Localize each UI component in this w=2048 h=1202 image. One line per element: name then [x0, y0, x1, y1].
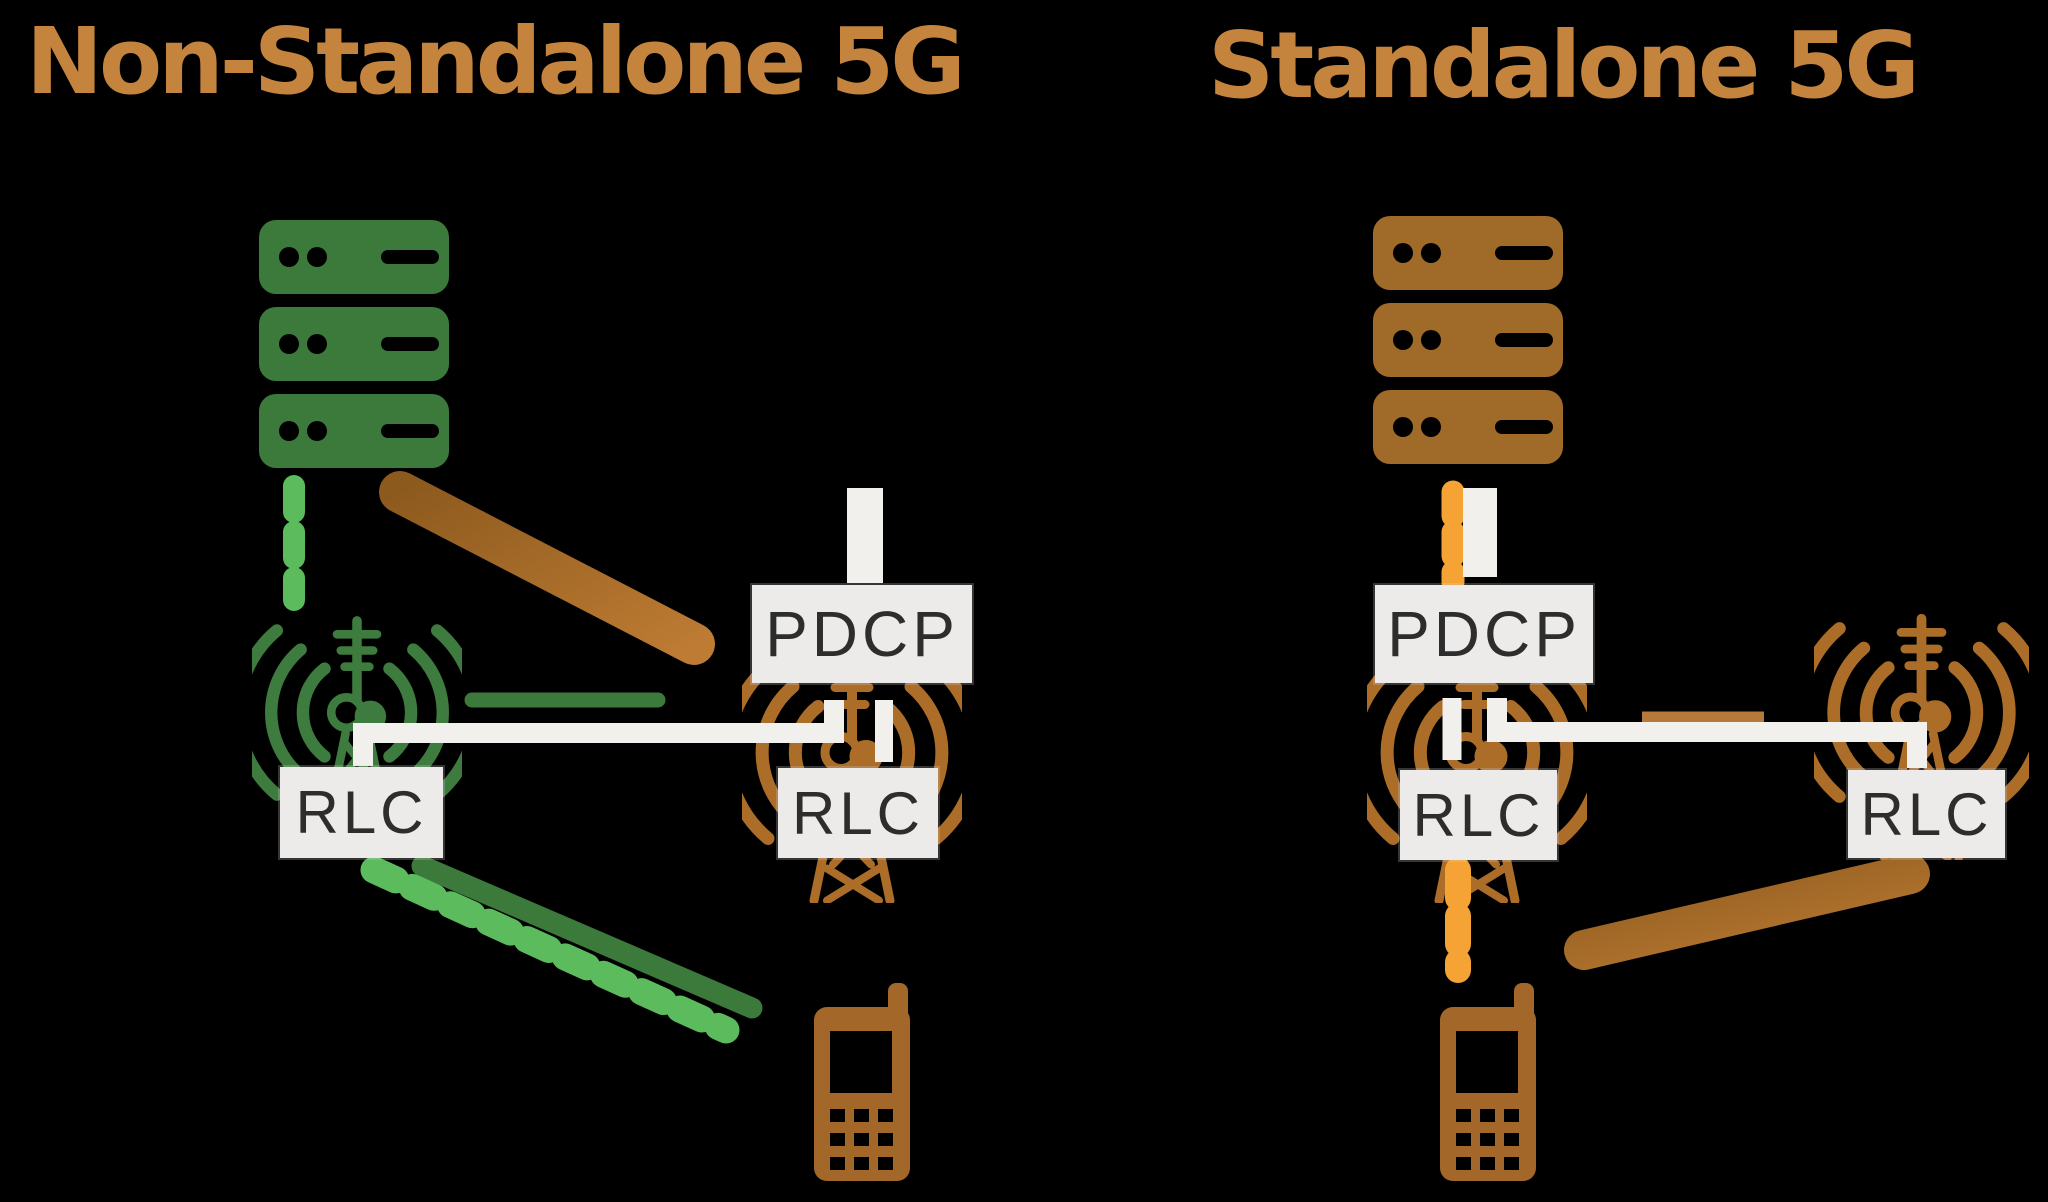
nsa-core-server-icon	[259, 220, 449, 468]
nsa-title: Non-Standalone 5G	[26, 8, 966, 115]
nsa-rlc-downlink-green-bar	[411, 855, 763, 1019]
nsa-pdcp-label: PDCP	[752, 585, 972, 683]
sa-core-server-icon	[1373, 216, 1563, 464]
nsa-rlc-gnb-label: RLC	[778, 768, 938, 858]
sa-pdcp-label: PDCP	[1375, 585, 1593, 683]
sa-title: Standalone 5G	[1208, 12, 1920, 119]
nsa-phone-icon	[814, 983, 910, 1181]
nsa-rlc-to-pdcp-white-pipe	[353, 700, 844, 766]
nsa-server-to-pdcp-brown-bar	[379, 471, 715, 665]
sa-phone-icon	[1440, 983, 1536, 1181]
nsa-rlc-downlink-dashed-link	[360, 856, 740, 1044]
sa-rlc-gnb-label: RLC	[1400, 770, 1557, 860]
nsa-rlc-tower-label: RLC	[280, 767, 443, 858]
sa-rlc-tower-label: RLC	[1848, 770, 2005, 858]
sa-pdcp-to-right-rlc-white-pipe	[1487, 698, 1927, 768]
sa-rlc-downlink-brown-bar	[1564, 854, 1930, 970]
